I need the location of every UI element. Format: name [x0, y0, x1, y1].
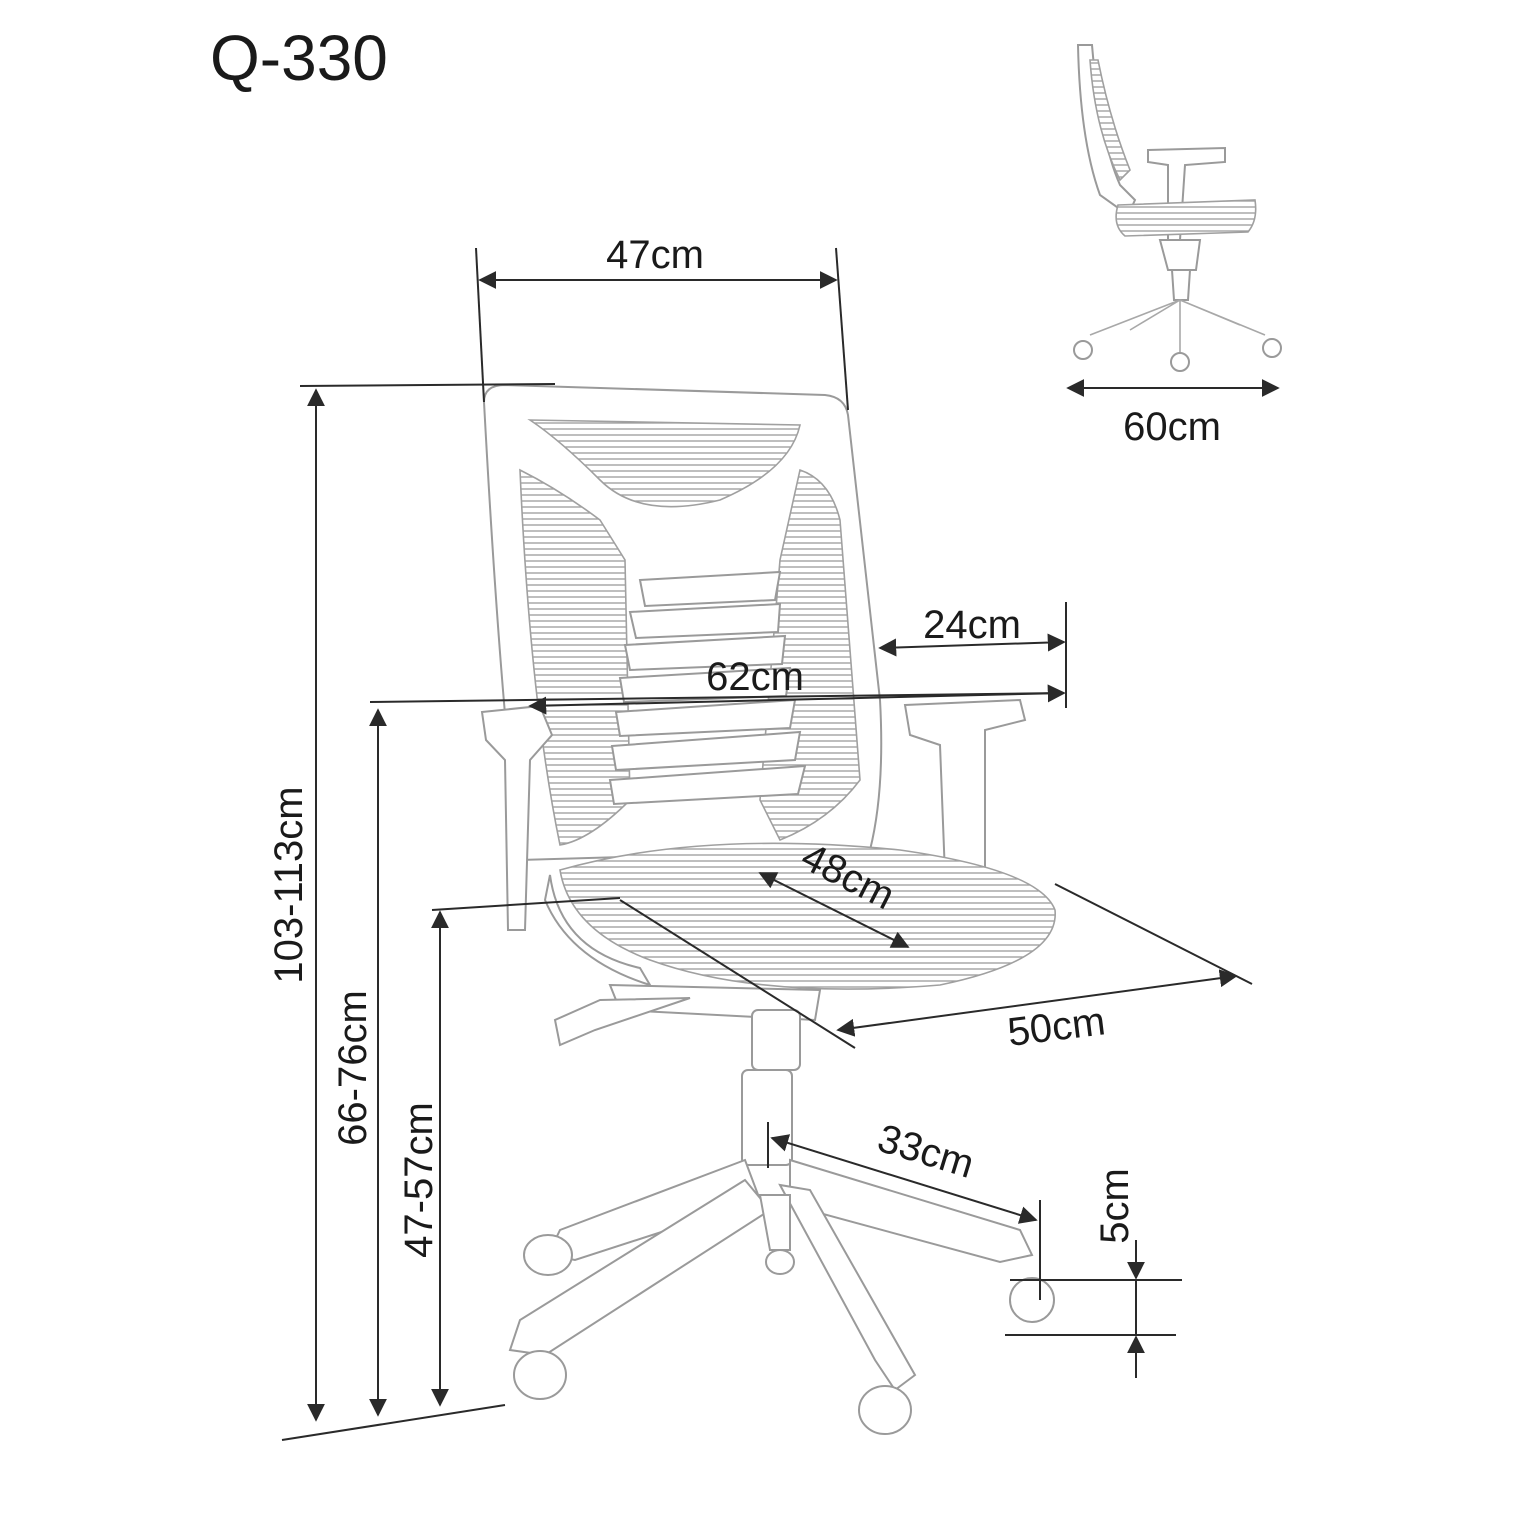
- caster-height-dimension: 5cm: [1005, 1168, 1182, 1378]
- backrest-width-dimension: 47cm: [475, 233, 849, 411]
- seat-depth-label: 50cm: [1005, 999, 1107, 1055]
- seat-height-dimension: 47-57cm: [397, 897, 621, 1407]
- model-title: Q-330: [210, 22, 388, 94]
- armrest-height-dimension: 66-76cm: [331, 708, 387, 1417]
- base-diameter-dimension: 60cm: [1066, 379, 1280, 449]
- caster-height-label: 5cm: [1093, 1168, 1137, 1244]
- armrest-height-label: 66-76cm: [331, 990, 375, 1146]
- office-chair-illustration: [480, 383, 1056, 1435]
- armrest-depth-label: 24cm: [923, 603, 1021, 647]
- floor-line: [281, 1404, 506, 1441]
- total-height-dimension: 103-113cm: [267, 383, 556, 1422]
- base-leg-label: 33cm: [873, 1116, 979, 1187]
- side-view-illustration: [1073, 44, 1282, 372]
- seat-depth-dimension: 50cm: [619, 883, 1253, 1055]
- armrest-width-dimension: 62cm: [369, 655, 1066, 715]
- backrest-width-label: 47cm: [606, 233, 704, 277]
- armrest-depth-dimension: 24cm: [878, 602, 1067, 708]
- casters: [513, 1234, 1055, 1435]
- base-diameter-label: 60cm: [1123, 405, 1221, 449]
- seat-height-label: 47-57cm: [397, 1102, 441, 1258]
- armrest-width-label: 62cm: [706, 655, 804, 699]
- total-height-label: 103-113cm: [267, 786, 311, 983]
